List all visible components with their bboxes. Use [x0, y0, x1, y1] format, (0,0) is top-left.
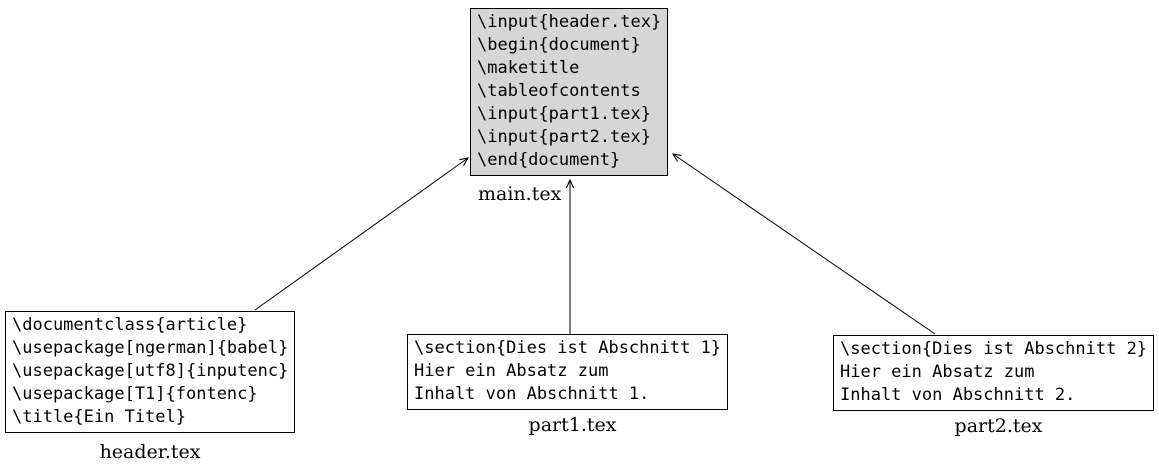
- node-part1-tex-label: part1.tex: [528, 414, 617, 436]
- edge-header-to-main: [254, 158, 468, 311]
- node-part2-tex: \section{Dies ist Abschnitt 2} Hier ein …: [833, 335, 1155, 411]
- node-main-tex-label: main.tex: [478, 183, 562, 205]
- part1-tex-code: \section{Dies ist Abschnitt 1} Hier ein …: [414, 338, 722, 404]
- node-header-tex: \documentclass{article} \usepackage[nger…: [5, 311, 296, 433]
- edge-part2-to-main: [673, 154, 936, 335]
- node-main-tex: \input{header.tex} \begin{document} \mak…: [470, 8, 669, 176]
- node-header-tex-label: header.tex: [99, 441, 201, 463]
- main-tex-code: \input{header.tex} \begin{document} \mak…: [477, 12, 662, 170]
- node-part2-tex-label: part2.tex: [954, 415, 1043, 437]
- header-tex-code: \documentclass{article} \usepackage[nger…: [12, 315, 289, 427]
- part2-tex-code: \section{Dies ist Abschnitt 2} Hier ein …: [840, 339, 1148, 405]
- node-part1-tex: \section{Dies ist Abschnitt 1} Hier ein …: [407, 334, 729, 410]
